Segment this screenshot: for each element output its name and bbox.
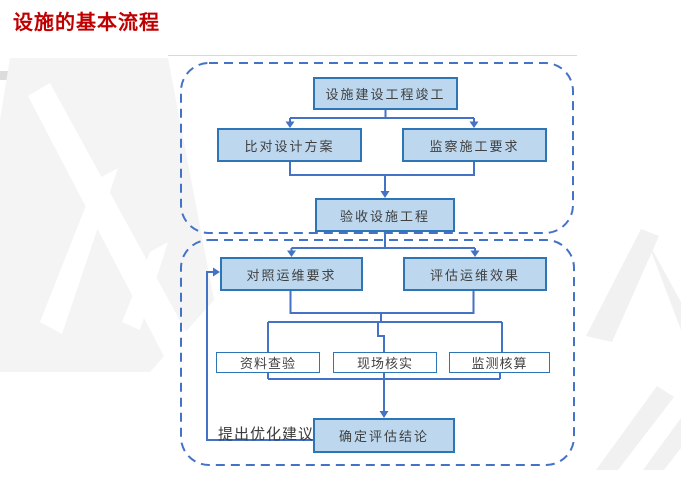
dashed-container-evaluation-phase (180, 239, 575, 466)
watermark-left-logo (0, 58, 214, 372)
node-site-verification: 现场核实 (333, 352, 437, 373)
arrow-down-icon (469, 121, 479, 128)
arrow-down-icon (379, 411, 389, 418)
node-data-inspection: 资料查验 (216, 352, 320, 373)
node-accept-project: 验收设施工程 (315, 198, 455, 232)
connector-merge-to-conclusion (267, 373, 501, 412)
node-supervise-construction: 监察施工要求 (402, 128, 547, 162)
watermark-bottom-right-stripes (596, 386, 681, 470)
feedback-label: 提出优化建议 (218, 426, 315, 443)
watermark-right-chevron (586, 229, 681, 342)
page-title: 设施的基本流程 (13, 12, 160, 34)
node-determine-conclusion: 确定评估结论 (313, 418, 455, 453)
dashed-container-construction-phase (180, 62, 574, 234)
connector-split-top (289, 110, 475, 122)
connector-bracket-to-three-checks (267, 291, 503, 352)
node-compare-design: 比对设计方案 (217, 128, 362, 162)
arrow-down-icon (470, 250, 480, 257)
node-evaluate-operation-effect: 评估运维效果 (403, 257, 547, 291)
arrow-down-icon (380, 191, 390, 198)
arrow-right-icon (213, 267, 220, 277)
connector-merge-to-acceptance (289, 162, 475, 192)
node-monitoring-accounting: 监测核算 (449, 352, 550, 373)
divider-line (168, 55, 577, 56)
connector-feedback-loop (206, 271, 313, 441)
node-construction-complete: 设施建设工程竣工 (313, 77, 458, 110)
node-check-operation-requirements: 对照运维要求 (220, 257, 363, 291)
arrowheads (213, 121, 480, 418)
connector-split-middle (290, 232, 476, 251)
arrow-down-icon (287, 250, 296, 257)
arrow-down-icon (285, 121, 295, 128)
